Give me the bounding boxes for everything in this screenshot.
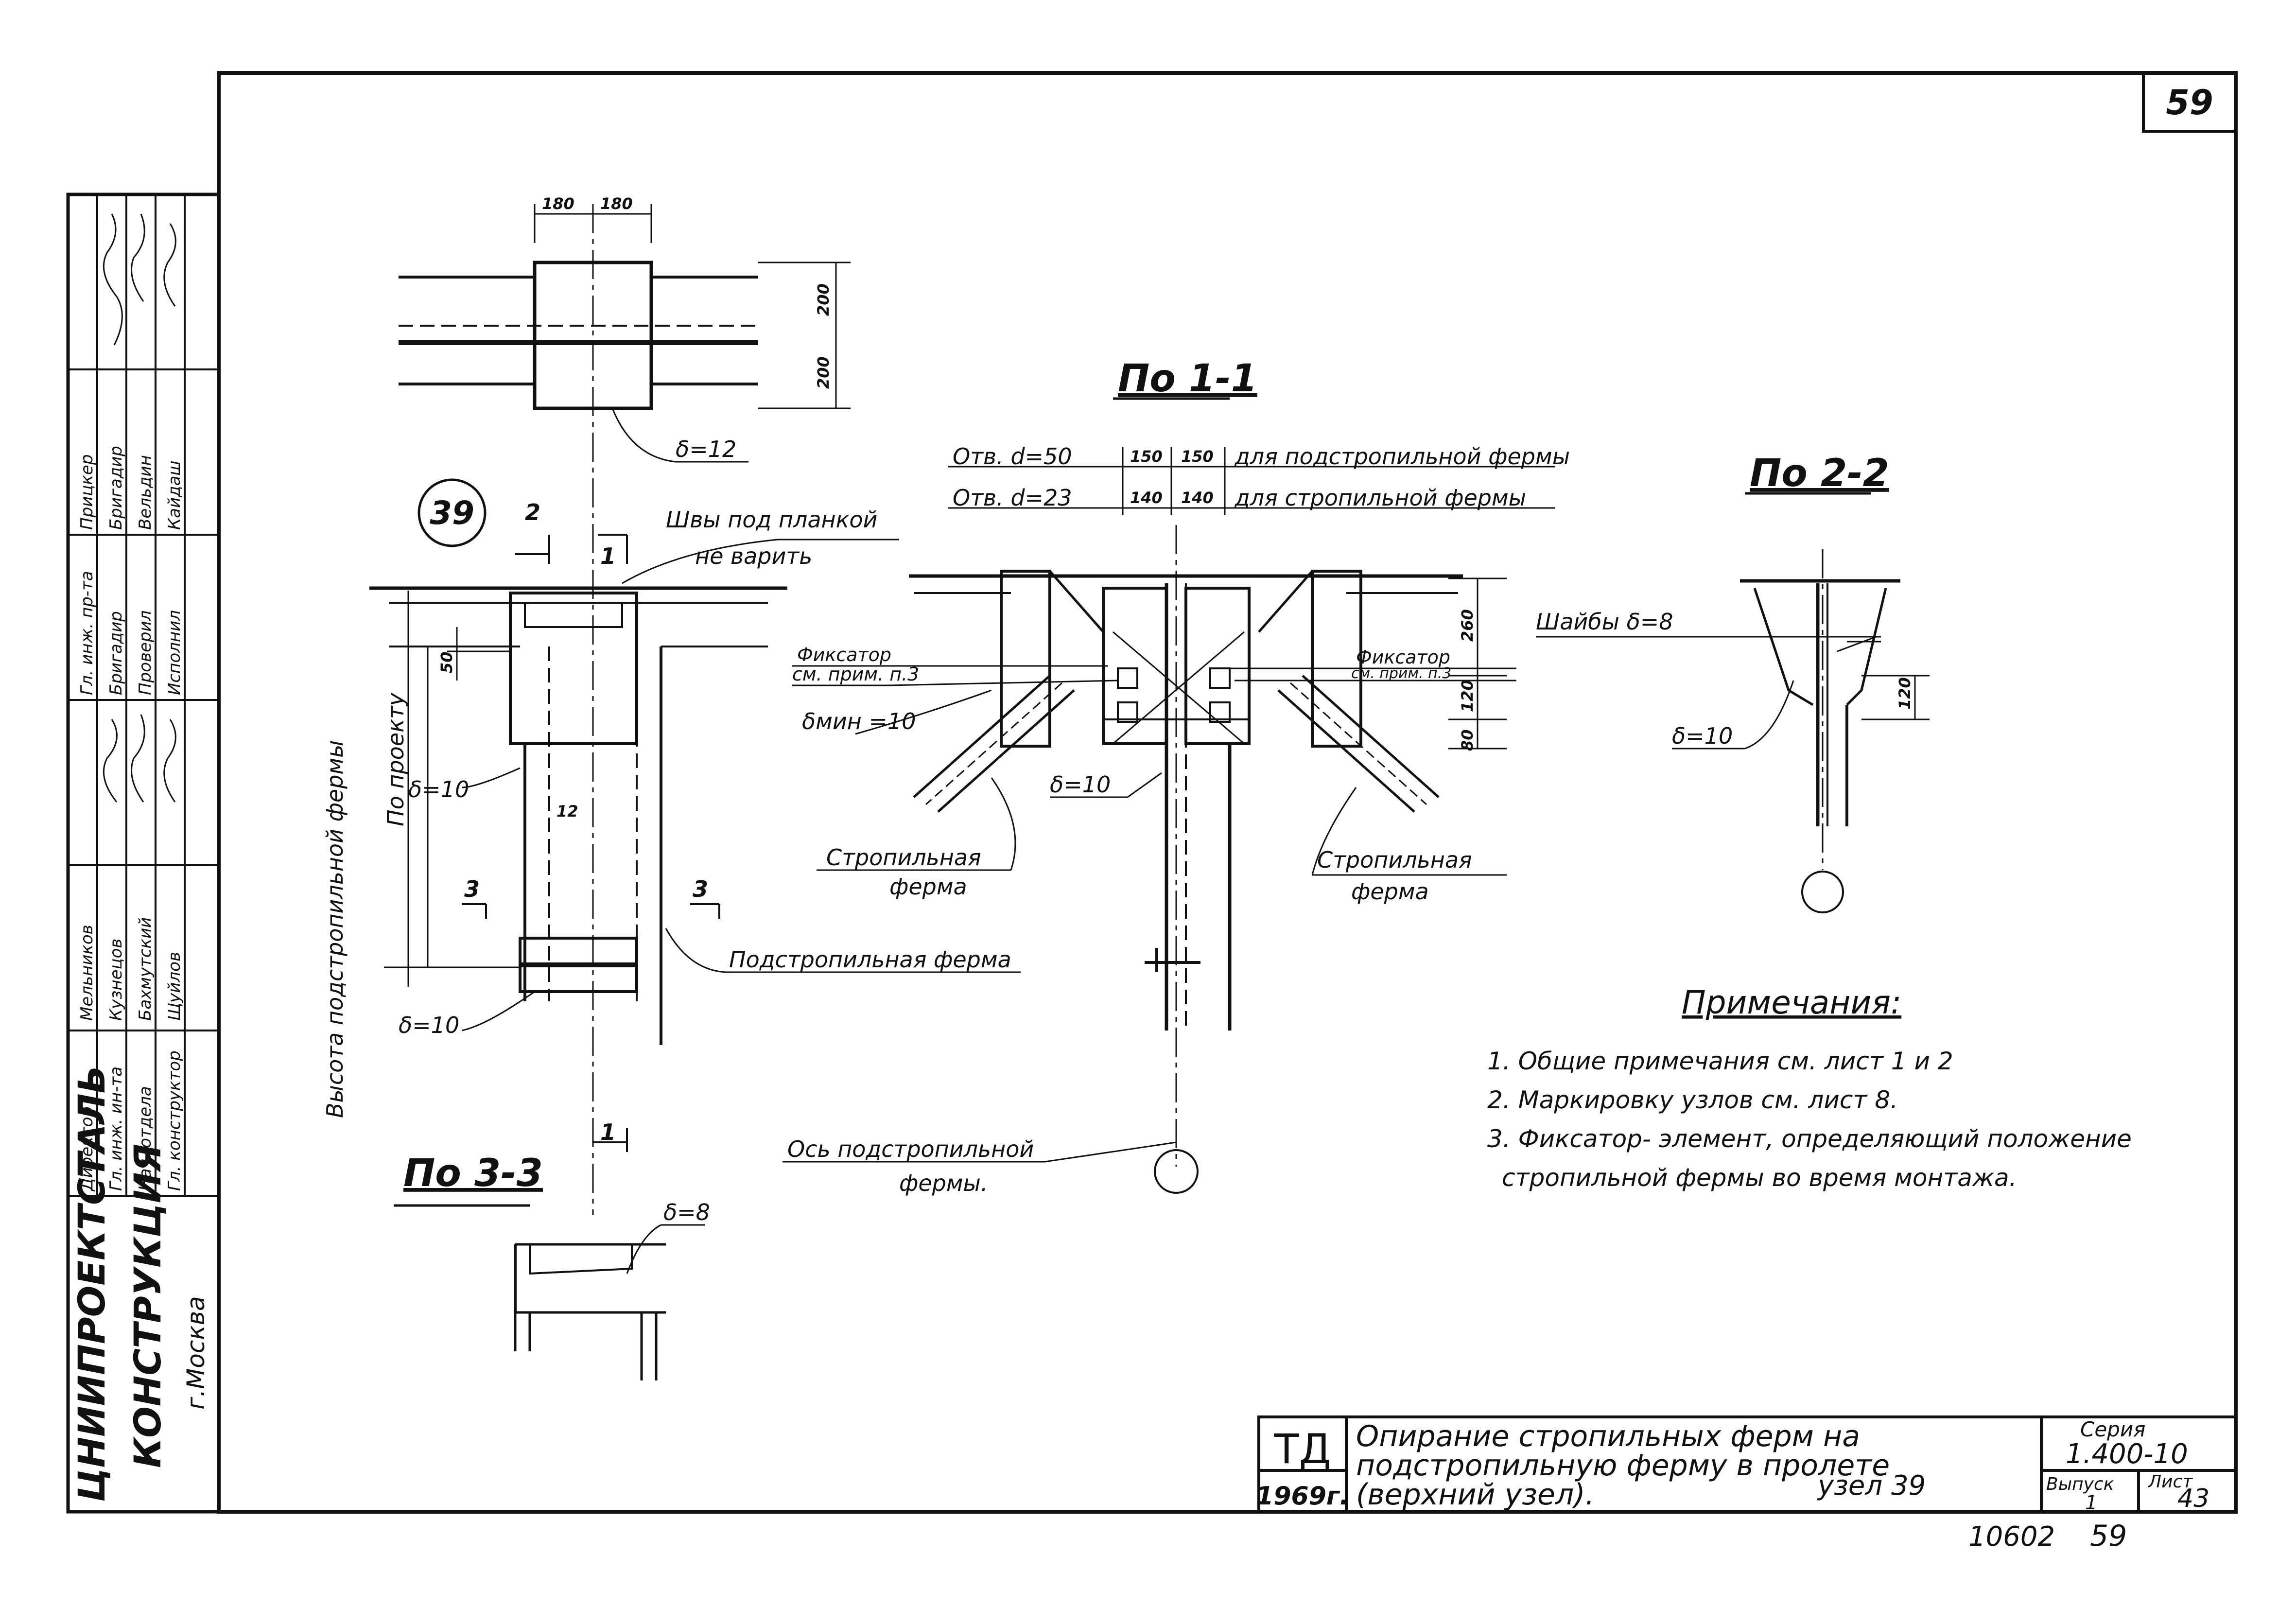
note-item: 3. Фиксатор- элемент, определяющий полож… bbox=[1487, 1125, 2132, 1153]
stamp-position: Исполнил bbox=[165, 610, 184, 695]
dim-180-right: 180 bbox=[600, 194, 633, 213]
stamp-position: Нач. отдела bbox=[136, 1086, 155, 1191]
stamp-position: Директор bbox=[77, 1106, 97, 1192]
section-1-1-title: По 1-1 bbox=[1118, 357, 1257, 401]
cut-mark-1-top: 1 bbox=[600, 543, 616, 569]
section-1-1 bbox=[783, 397, 1555, 1194]
issue-label: Выпуск bbox=[2046, 1474, 2114, 1494]
stamp-name: Кузнецов bbox=[106, 939, 126, 1021]
dim-200-bottom: 200 bbox=[814, 356, 833, 389]
height-label: Высота подстропильной фермы bbox=[322, 740, 348, 1118]
fixator-right-label: Фиксатор bbox=[1356, 646, 1450, 668]
page-number-bottom: 59 bbox=[2090, 1519, 2127, 1553]
dim-260: 260 bbox=[1458, 609, 1477, 642]
section-2-2 bbox=[1672, 492, 1930, 913]
sheet-number: 59 bbox=[2166, 83, 2213, 122]
title-node-label: узел 39 bbox=[1817, 1470, 1926, 1502]
for-truss-label: для стропильной фермы bbox=[1234, 485, 1526, 511]
dim-50: 50 bbox=[437, 651, 456, 673]
stamp-name: Кайдаш bbox=[165, 460, 184, 530]
rafter-truss-left: Стропильная bbox=[826, 844, 981, 871]
axis-label-line1: Ось подстропильной bbox=[787, 1136, 1034, 1162]
sheet-value: 43 bbox=[2177, 1484, 2209, 1513]
notes-title: Примечания: bbox=[1682, 984, 1901, 1021]
issue-value: 1 bbox=[2085, 1492, 2097, 1514]
elevation-view bbox=[369, 478, 1021, 1152]
section-2-2-title: По 2-2 bbox=[1750, 452, 1889, 495]
org-city: г.Москва bbox=[182, 1296, 210, 1410]
approval-stamp bbox=[68, 194, 219, 1197]
subtruss-callout: Подстропильная ферма bbox=[729, 946, 1011, 973]
welds-note-line1: Швы под планкой bbox=[666, 507, 877, 533]
note-item: 2. Маркировку узлов см. лист 8. bbox=[1487, 1086, 1898, 1114]
stamp-name: Щуйлов bbox=[165, 952, 184, 1021]
stamp-position: Гл. инж. ин-та bbox=[106, 1066, 126, 1191]
plate-thickness-label: δ=12 bbox=[676, 436, 736, 462]
holes-23-label: Отв. d=23 bbox=[953, 485, 1072, 511]
dim-150-right: 150 bbox=[1181, 447, 1214, 466]
dim-140-left: 140 bbox=[1130, 489, 1163, 507]
org-name: ЦНИИПРОЕКТСТАЛЬ bbox=[70, 1065, 113, 1502]
dim-150-left: 150 bbox=[1130, 447, 1163, 466]
rafter-truss-right-2: ферма bbox=[1351, 878, 1429, 905]
stamp-name: Бахмутский bbox=[136, 917, 155, 1021]
cut-mark-2: 2 bbox=[525, 499, 540, 525]
per-project-label: По проекту bbox=[383, 692, 409, 826]
title-line1: Опирание стропильных ферм на bbox=[1356, 1419, 1860, 1453]
stamp-name: Мельников bbox=[77, 925, 97, 1021]
org-subtitle: КОНСТРУКЦИЯ bbox=[126, 1144, 169, 1468]
rafter-truss-right: Стропильная bbox=[1317, 847, 1472, 873]
stamp-position: Гл. конструктор bbox=[165, 1050, 184, 1191]
dim-180-left: 180 bbox=[542, 194, 574, 213]
dim-140-right: 140 bbox=[1181, 489, 1214, 507]
title-block bbox=[1257, 1415, 2237, 1513]
plate-label-10-d: δ=10 bbox=[1672, 723, 1733, 749]
rafter-truss-left-2: ферма bbox=[889, 873, 967, 900]
cut-mark-3-right: 3 bbox=[693, 876, 708, 902]
note-item: 1. Общие примечания см. лист 1 и 2 bbox=[1487, 1047, 1953, 1075]
dim-12: 12 bbox=[557, 802, 578, 821]
holes-50-label: Отв. d=50 bbox=[953, 443, 1072, 470]
plate-label-10-c: δ=10 bbox=[1050, 771, 1111, 798]
note-item: стропильной фермы во время монтажа. bbox=[1502, 1164, 2017, 1192]
archive-number: 10602 bbox=[1968, 1521, 2055, 1553]
fixator-left-label: Фиксатор bbox=[797, 644, 891, 665]
fixator-right-ref: см. прим. п.3 bbox=[1351, 665, 1451, 682]
plate-label-10-b: δ=10 bbox=[399, 1012, 459, 1038]
dim-120-b: 120 bbox=[1896, 677, 1914, 710]
washers-label: Шайбы δ=8 bbox=[1536, 609, 1673, 635]
for-subtruss-label: для подстропильной фермы bbox=[1234, 443, 1570, 470]
title-code: ТД bbox=[1274, 1425, 1331, 1473]
series-label: Серия bbox=[2080, 1417, 2145, 1441]
sheet-label: Лист bbox=[2147, 1472, 2193, 1492]
section-3-3-title: По 3-3 bbox=[403, 1152, 543, 1195]
dim-80: 80 bbox=[1458, 729, 1477, 751]
min-thickness-label: δмин =10 bbox=[802, 708, 916, 734]
plate-label-8-a: δ=8 bbox=[663, 1199, 710, 1225]
dim-200-top: 200 bbox=[814, 283, 833, 316]
series-value: 1.400-10 bbox=[2066, 1438, 2188, 1470]
title-year: 1969г. bbox=[1256, 1482, 1349, 1511]
dim-120-a: 120 bbox=[1458, 680, 1477, 712]
welds-note-line2: не варить bbox=[695, 543, 812, 569]
sheet-frame bbox=[66, 71, 2238, 1514]
axis-label-line2: фермы. bbox=[899, 1170, 988, 1196]
title-line2: подстропильную ферму в пролете bbox=[1356, 1449, 1890, 1483]
cut-mark-3-left: 3 bbox=[464, 876, 480, 902]
cut-mark-1-bottom: 1 bbox=[600, 1119, 616, 1145]
plate-label-10-a: δ=10 bbox=[408, 776, 469, 803]
stamp-position: Бригадир bbox=[106, 611, 126, 695]
node-badge: 39 bbox=[430, 494, 474, 532]
section-3-3 bbox=[394, 1204, 705, 1380]
stamp-position: Гл. инж. пр-та bbox=[77, 571, 97, 695]
stamp-positions: Директор Гл. инж. ин-та Нач. отдела Гл. … bbox=[70, 446, 210, 1502]
title-line3: (верхний узел). bbox=[1356, 1478, 1595, 1512]
stamp-position: Проверил bbox=[136, 611, 155, 695]
stamp-name: Прицкер bbox=[77, 454, 97, 530]
stamp-name: Бригадир bbox=[106, 446, 126, 530]
fixator-left-ref: см. прим. п.3 bbox=[792, 664, 919, 685]
plan-view bbox=[399, 204, 851, 1215]
stamp-name: Вельдин bbox=[136, 455, 155, 530]
